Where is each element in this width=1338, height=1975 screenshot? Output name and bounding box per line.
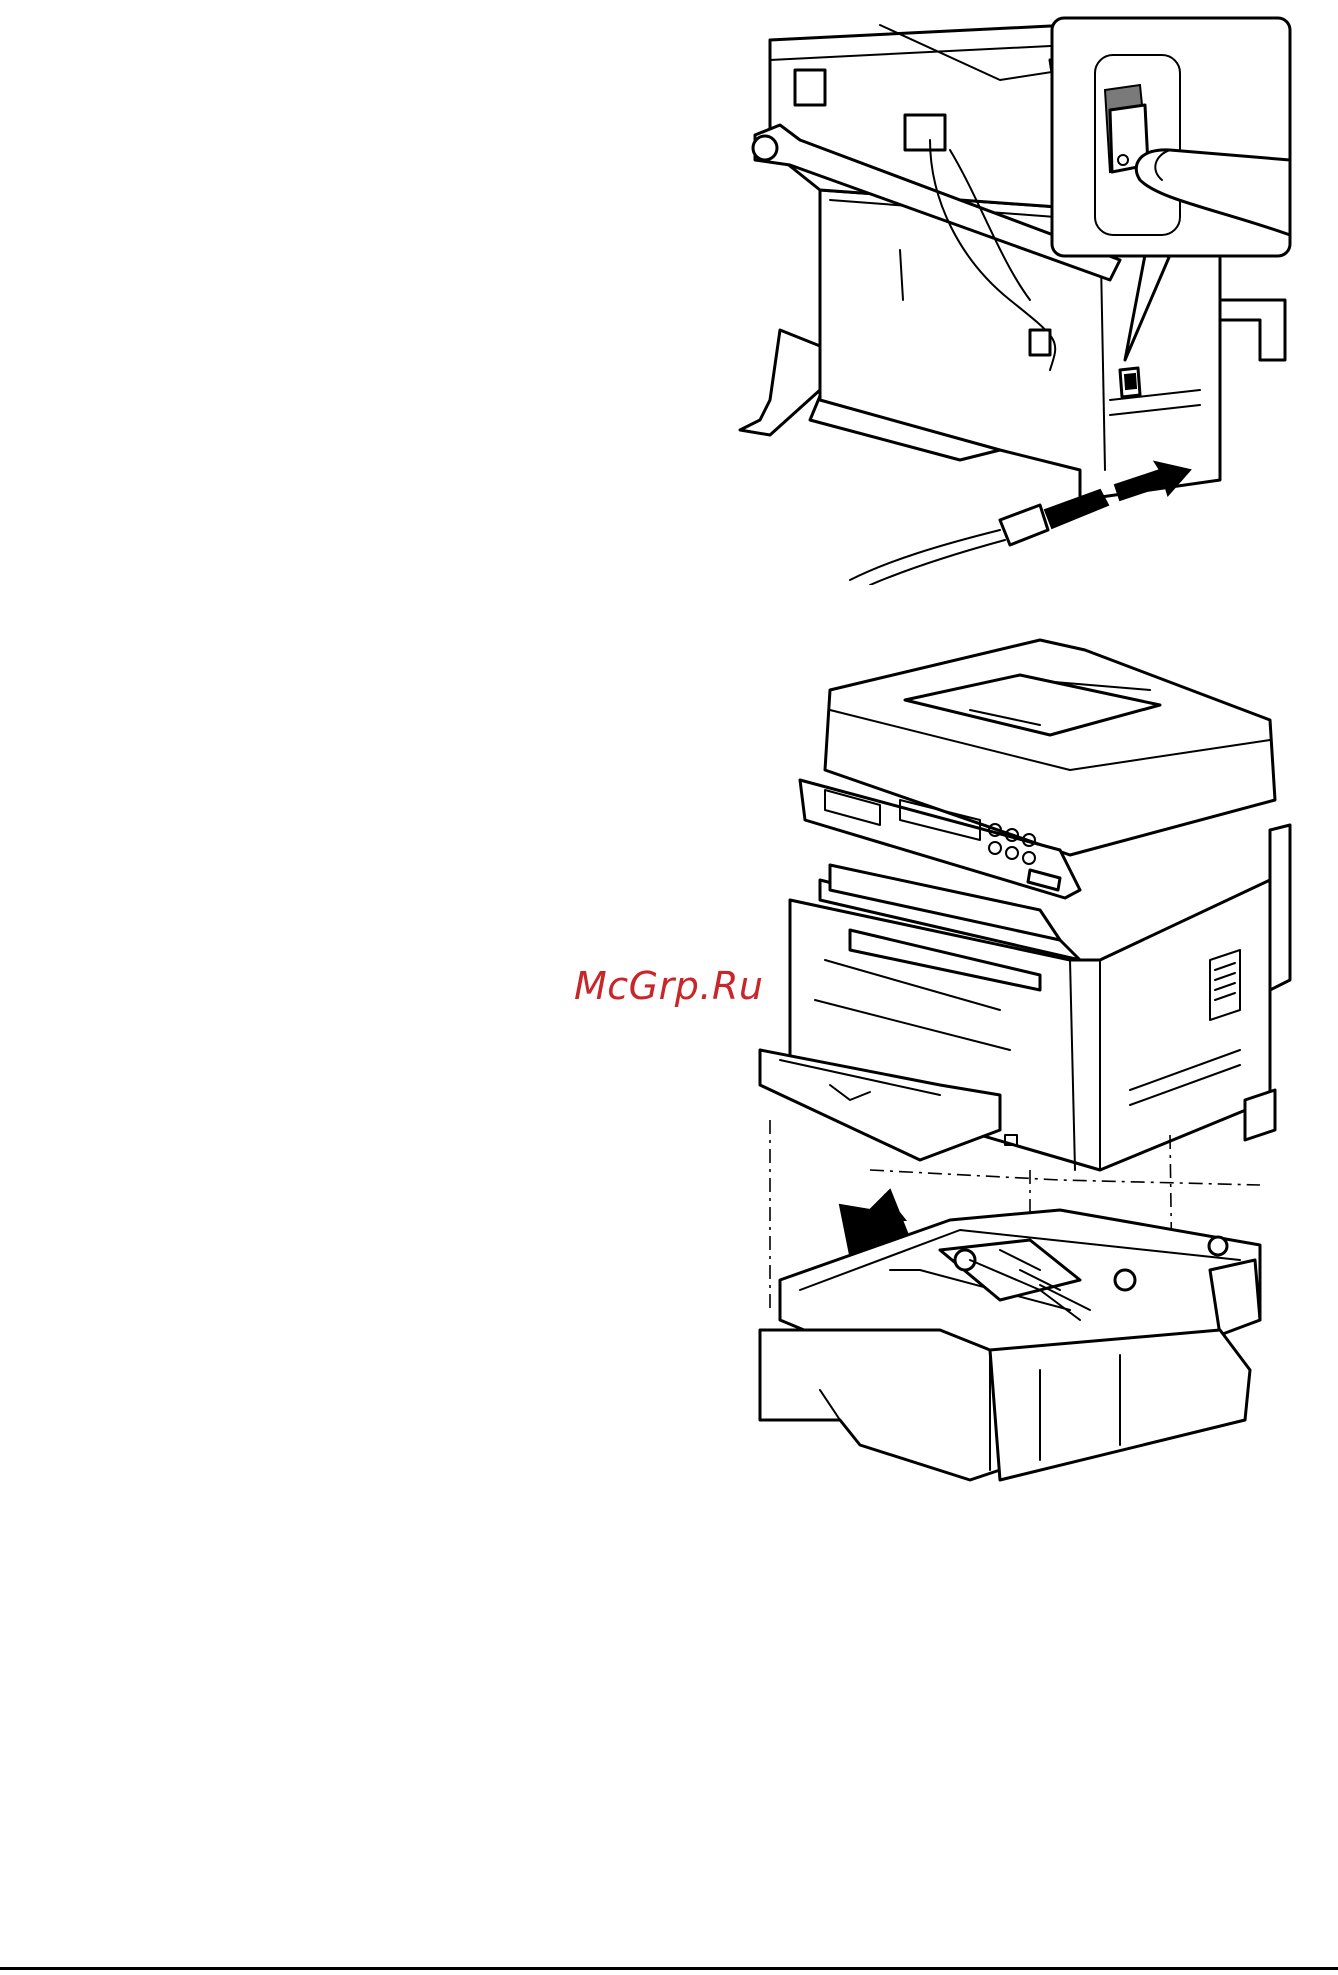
watermark-text: McGrp.Ru [574, 964, 763, 1008]
printer-lift-from-feeder-illustration [740, 630, 1300, 1490]
printer-rear-power-switch-illustration [700, 0, 1300, 585]
page-footer-rule [0, 1967, 1338, 1970]
